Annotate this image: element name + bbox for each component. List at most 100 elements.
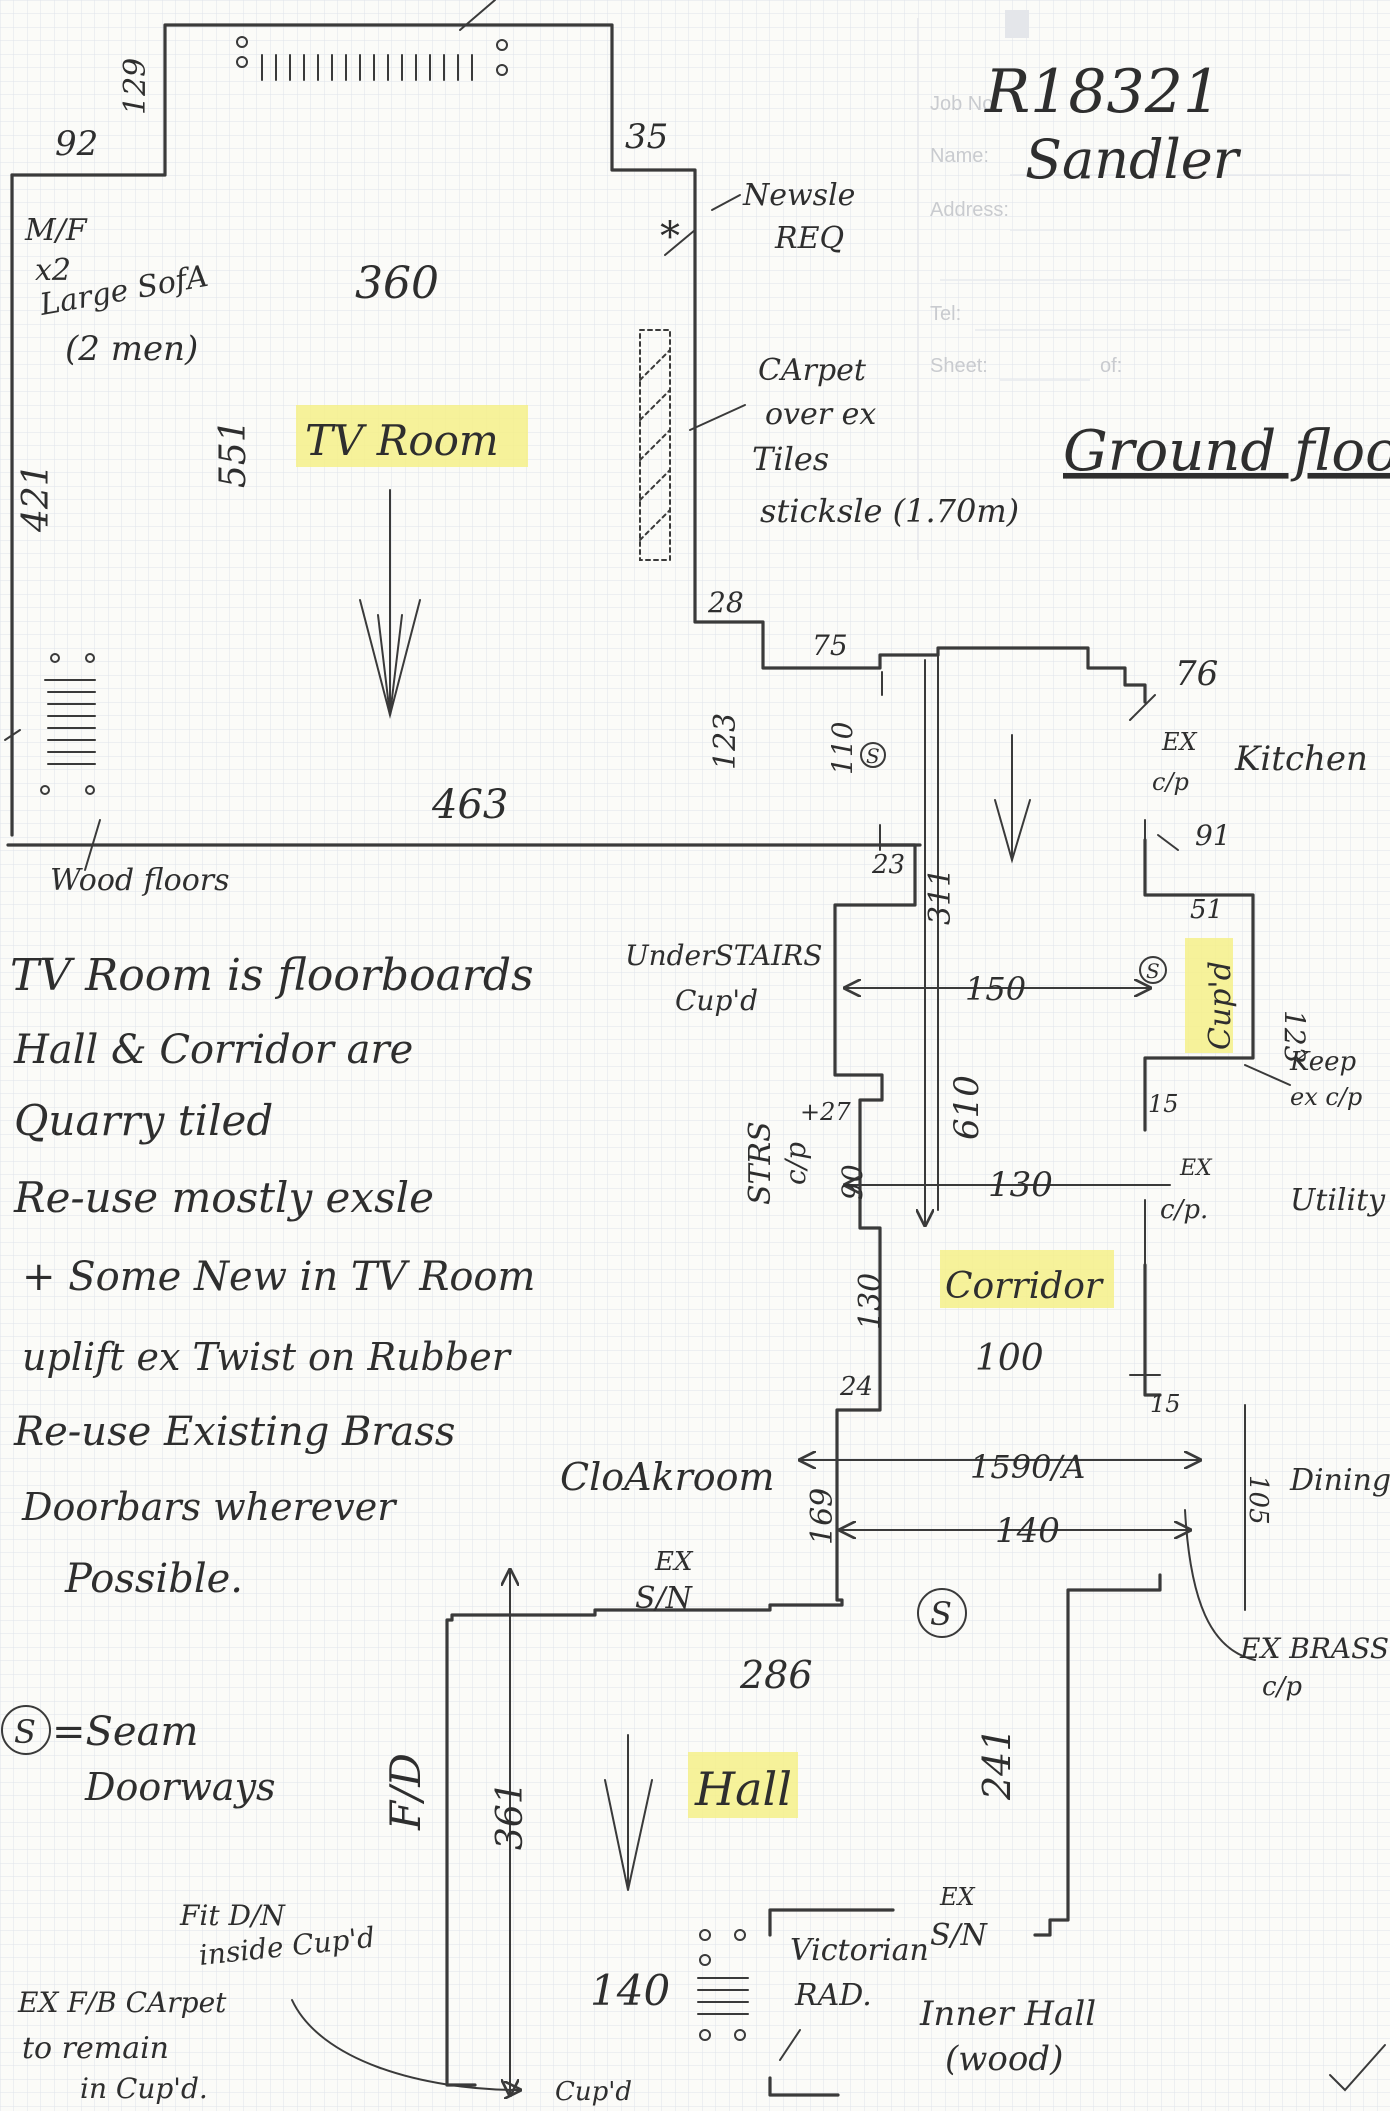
dim-27: +27 — [800, 1098, 851, 1126]
instruction-line: Re-use Existing Brass — [13, 1409, 455, 1455]
dim-90: 90 — [836, 1164, 869, 1200]
note-carpet-2: over ex — [765, 397, 876, 432]
dim-140-a: 140 — [995, 1511, 1060, 1551]
seam-legend-1: =Seam — [52, 1709, 198, 1755]
note-ex-cp-util-2: c/p. — [1160, 1195, 1208, 1225]
form-label-job: Job No: — [930, 93, 999, 115]
room-inner-hall-sub: (wood) — [945, 2039, 1063, 2079]
dim-23: 23 — [871, 850, 905, 880]
dim-100: 100 — [975, 1338, 1044, 1379]
label-understairs-cupd: Cup'd — [675, 984, 758, 1017]
corridor-highlight — [940, 1250, 1114, 1308]
instruction-line: Quarry tiled — [14, 1096, 273, 1145]
dim-150: 150 — [965, 970, 1026, 1008]
note-newsle-2: REQ — [774, 221, 844, 256]
note-ex-brass-2: c/p — [1262, 1672, 1302, 1702]
note-newsle-1: Newsle — [742, 178, 855, 213]
floor-title: Ground floor — [1063, 419, 1390, 484]
note-ex-sn-hall-1: EX — [654, 1547, 694, 1577]
note-mf-1: M/F — [24, 213, 88, 248]
dim-15-a: 15 — [1148, 1090, 1179, 1118]
dim-129: 129 — [118, 58, 153, 115]
note-wood-floors: Wood floors — [50, 863, 230, 898]
instruction-line: TV Room is floorboards — [10, 950, 534, 1001]
note-fit-dn-1: Fit D/N — [179, 1899, 286, 1932]
instruction-line: + Some New in TV Room — [22, 1254, 535, 1300]
note-ex-sn-inner-2: S/N — [930, 1918, 989, 1953]
dim-463: 463 — [431, 782, 508, 828]
note-victorian-2: RAD. — [794, 1978, 872, 2013]
dim-130-b: 130 — [853, 1273, 888, 1330]
note-ex-fb-1: EX F/B CArpet — [17, 1986, 227, 2019]
dim-15-b: 15 — [1150, 1390, 1181, 1418]
note-ex-fb-3: in Cup'd. — [80, 2072, 208, 2105]
label-cupd-right: Cup'd — [1203, 961, 1238, 1050]
form-label-tel: Tel: — [930, 303, 961, 325]
cupd-highlight — [1185, 938, 1233, 1053]
note-strs-cp-1: STRS — [743, 1121, 778, 1205]
radiator-symbols — [40, 36, 749, 2041]
instruction-line: uplift ex Twist on Rubber — [22, 1335, 513, 1379]
room-cloakroom: CloAkroom — [560, 1455, 775, 1499]
dim-35: 35 — [625, 117, 668, 157]
note-victorian-1: Victorian — [790, 1933, 929, 1968]
note-ex-cp-kitchen-2: c/p — [1152, 768, 1189, 796]
dim-91: 91 — [1195, 819, 1231, 852]
dim-140-b: 140 — [590, 1966, 670, 2015]
dim-92: 92 — [55, 124, 98, 164]
dim-551: 551 — [213, 419, 254, 488]
room-corridor: Corridor — [945, 1266, 1104, 1307]
dim-421: 421 — [16, 463, 57, 533]
seam-symbol-label: S — [930, 1595, 952, 1633]
note-keep-ex-1: Keep — [1289, 1047, 1356, 1077]
dim-1590a: 1590/A — [970, 1448, 1085, 1486]
seam-symbol-label: S — [866, 744, 880, 768]
note-ex-brass-1: EX BRASS — [1239, 1632, 1389, 1665]
asterisk-mark: * — [660, 214, 680, 260]
room-dining: Dining Room — [1289, 1463, 1390, 1498]
room-kitchen: Kitchen — [1234, 739, 1368, 779]
form-header-box: Job No: Name: Address: Tel: Sheet: of: — [917, 10, 1350, 560]
walls — [6, 23, 1255, 2097]
note-ex-cp-kitchen-1: EX — [1161, 728, 1198, 756]
dim-123-a: 123 — [708, 713, 743, 770]
form-label-name: Name: — [930, 145, 989, 167]
dim-110: 110 — [826, 722, 859, 775]
dim-75: 75 — [812, 629, 848, 662]
room-hall: Hall — [694, 1762, 792, 1816]
note-mf-2: x2 — [35, 253, 71, 288]
note-ex-sn-hall-2: S/N — [635, 1581, 694, 1616]
dim-51: 51 — [1190, 895, 1223, 925]
seam-symbol-label: S — [1146, 959, 1160, 983]
note-carpet-4: sticksle (1.70m) — [760, 492, 1019, 530]
form-label-of: of: — [1100, 355, 1122, 377]
seam-symbol-label: S — [14, 1713, 36, 1751]
dim-361: 361 — [490, 1781, 531, 1850]
note-ex-cp-util-1: EX — [1179, 1156, 1213, 1181]
instruction-line: Possible. — [64, 1556, 243, 1602]
form-label-sheet: Sheet: — [930, 355, 988, 377]
annotation-notes: M/F x2 Large SofA (2 men) Newsle REQ * C… — [17, 178, 1389, 2105]
instructions-block: TV Room is floorboards Hall & Corridor a… — [10, 950, 535, 1602]
instruction-line: Hall & Corridor are — [13, 1027, 413, 1073]
instruction-line: Doorbars wherever — [21, 1485, 398, 1529]
dim-24: 24 — [839, 1372, 873, 1402]
dim-241: 241 — [975, 1727, 1019, 1801]
room-utility: Utility Room — [1290, 1183, 1390, 1218]
seam-markers: S S S S — [1, 742, 1167, 1755]
note-strs-cp-2: c/p — [779, 1142, 812, 1185]
label-understairs: UnderSTAIRS — [625, 939, 822, 972]
label-cupd-bottom: Cup'd — [555, 2077, 632, 2107]
tv-room-highlight — [296, 405, 528, 467]
dim-123-b: 123 — [1278, 1010, 1311, 1063]
room-inner-hall: Inner Hall — [919, 1994, 1096, 2034]
note-carpet-1: CArpet — [758, 353, 867, 388]
dim-286: 286 — [739, 1653, 813, 1697]
room-tv-room: TV Room — [305, 416, 499, 465]
dim-610: 610 — [947, 1075, 987, 1140]
customer-name: Sandler — [1025, 128, 1242, 191]
dim-76: 76 — [1175, 654, 1218, 694]
carpet-hatching — [639, 329, 671, 561]
